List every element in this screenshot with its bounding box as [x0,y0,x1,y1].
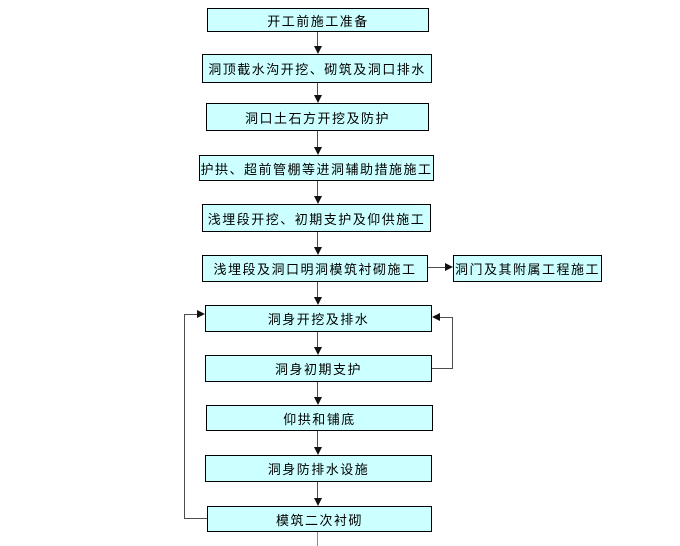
connector-line-6 [317,282,318,297]
arrow-down-icon-6 [313,297,322,305]
arrow-right-icon-left-loop [197,310,205,318]
arrow-down-icon-9 [313,447,322,455]
arrow-down-icon-2 [313,95,322,103]
arrow-down-icon-8 [313,397,322,405]
flow-node-portal-excavation: 洞口土石方开挖及防护 [206,103,429,131]
flow-node-invert-paving: 仰拱和铺底 [206,405,433,431]
flow-node-open-cut-lining: 浅埋段及洞口明洞模筑衬砌施工 [202,255,428,282]
flow-node-waterproof-drainage: 洞身防排水设施 [205,455,432,482]
arrow-down-icon-1 [313,46,322,54]
left-loop-bottom-line [184,518,207,519]
flow-node-initial-support: 洞身初期支护 [205,355,432,382]
connector-line-10 [317,482,318,498]
connector-line-offscreen-tail [317,532,318,546]
connector-line-4 [317,181,318,196]
connector-line-5 [317,232,318,247]
arrow-right-icon-branch [445,263,453,271]
arrow-down-icon-10 [313,498,322,506]
flow-node-tunnel-excavation: 洞身开挖及排水 [205,305,432,332]
connector-line-7 [317,332,318,347]
connector-line-8 [317,382,318,397]
right-loop-bottom-line [432,368,452,369]
connector-line-9 [317,431,318,447]
right-loop-vertical-line [452,317,453,369]
branch-connector-line [428,267,446,268]
left-loop-vertical-line [184,314,185,519]
flow-node-auxiliary-measures: 护拱、超前管棚等进洞辅助措施施工 [199,155,434,181]
arrow-left-icon-right-loop [432,313,440,321]
arrow-down-icon-7 [313,347,322,355]
right-loop-top-line [440,317,452,318]
connector-line-2 [317,83,318,95]
arrow-down-icon-4 [313,196,322,204]
arrow-down-icon-5 [313,247,322,255]
flow-node-preparation: 开工前施工准备 [207,8,429,32]
flow-node-top-ditch: 洞顶截水沟开挖、砌筑及洞口排水 [202,54,432,83]
arrow-down-icon-3 [313,147,322,155]
flow-node-portal-works: 洞门及其附属工程施工 [453,255,602,282]
left-loop-top-line [184,314,198,315]
connector-line-1 [317,32,318,46]
flow-node-shallow-section: 浅埋段开挖、初期支护及仰供施工 [202,204,431,232]
flow-node-secondary-lining: 模筑二次衬砌 [207,506,432,532]
connector-line-3 [317,131,318,147]
